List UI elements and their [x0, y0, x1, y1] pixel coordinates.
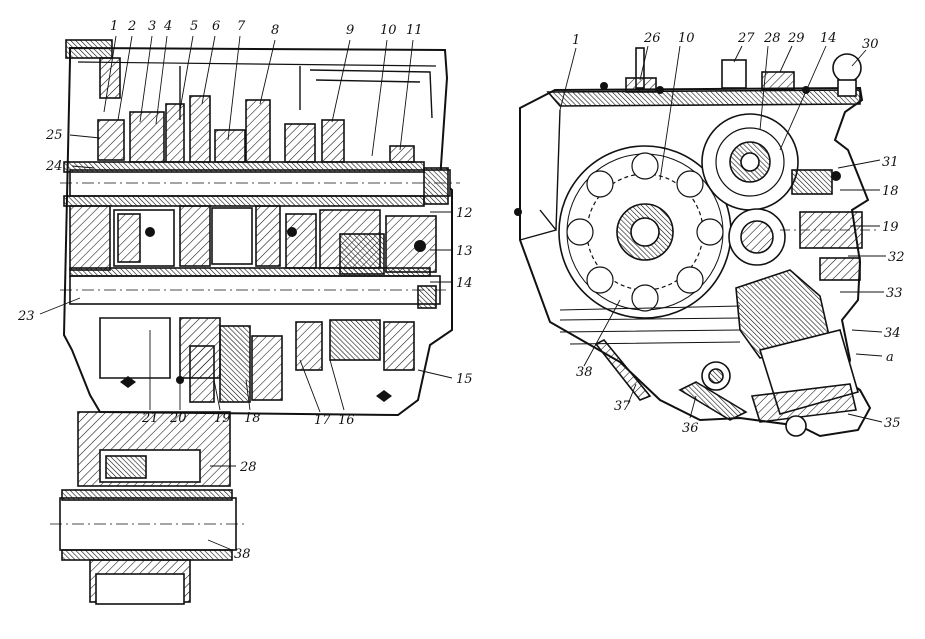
callout-21-left: 21 — [141, 411, 159, 426]
callout-3-left: 3 — [148, 19, 156, 34]
callout-30-right: 30 — [862, 37, 879, 52]
callout-a-right: a — [886, 350, 894, 365]
callout-19-left: 19 — [214, 411, 231, 426]
callout-6-left: 6 — [212, 19, 220, 34]
callout-5-left: 5 — [190, 19, 198, 34]
callout-28-right: 28 — [763, 31, 781, 46]
callout-25-left: 25 — [45, 128, 63, 143]
callout-24-left: 24 — [45, 159, 63, 174]
callout-2-left: 2 — [127, 19, 136, 34]
callout-9-left: 9 — [346, 23, 354, 38]
callout-38-left: 38 — [234, 547, 251, 562]
callout-7-left: 7 — [237, 19, 246, 34]
callout-36-right: 36 — [682, 421, 699, 436]
callout-16-left: 16 — [338, 413, 355, 428]
callout-35-right: 35 — [884, 416, 901, 431]
callout-12-left: 12 — [456, 206, 473, 221]
callout-37-right: 37 — [614, 399, 631, 414]
callout-4-left: 4 — [163, 19, 172, 34]
callout-15-left: 15 — [456, 372, 473, 387]
callout-32-right: 32 — [888, 250, 905, 265]
callout-1-left: 1 — [110, 19, 118, 34]
callout-20-left: 20 — [169, 411, 187, 426]
callout-34-right: 34 — [884, 326, 901, 341]
right-sectional-view — [514, 47, 880, 438]
callout-27-right: 27 — [737, 31, 755, 46]
callout-13-left: 13 — [456, 244, 473, 259]
callout-17-left: 17 — [314, 413, 331, 428]
left-callouts: 1 2 3 4 5 6 7 8 9 10 11 12 13 14 15 16 1… — [17, 19, 473, 562]
right-leader-lines — [559, 45, 886, 423]
callout-18-right: 18 — [882, 184, 899, 199]
callout-10-left: 10 — [380, 23, 397, 38]
callout-38-right: 38 — [576, 365, 593, 380]
callout-23-left: 23 — [17, 309, 35, 324]
callout-19-right: 19 — [882, 220, 899, 235]
callout-18-left: 18 — [244, 411, 261, 426]
callout-14-left: 14 — [456, 276, 473, 291]
callout-31-right: 31 — [882, 155, 899, 170]
callout-28-left: 28 — [239, 460, 257, 475]
left-sectional-view — [50, 39, 460, 605]
callout-29-right: 29 — [787, 31, 805, 46]
callout-11-left: 11 — [406, 23, 423, 38]
callout-1-right: 1 — [572, 33, 580, 48]
callout-8-left: 8 — [271, 23, 279, 38]
callout-33-right: 33 — [886, 286, 903, 301]
callout-26-right: 26 — [643, 31, 661, 46]
left-leader-lines — [39, 35, 453, 551]
callout-14-right: 14 — [820, 31, 837, 46]
callout-10-right: 10 — [678, 31, 695, 46]
right-callouts: 1 10 14 18 19 26 27 28 29 30 31 32 33 34… — [572, 31, 905, 436]
